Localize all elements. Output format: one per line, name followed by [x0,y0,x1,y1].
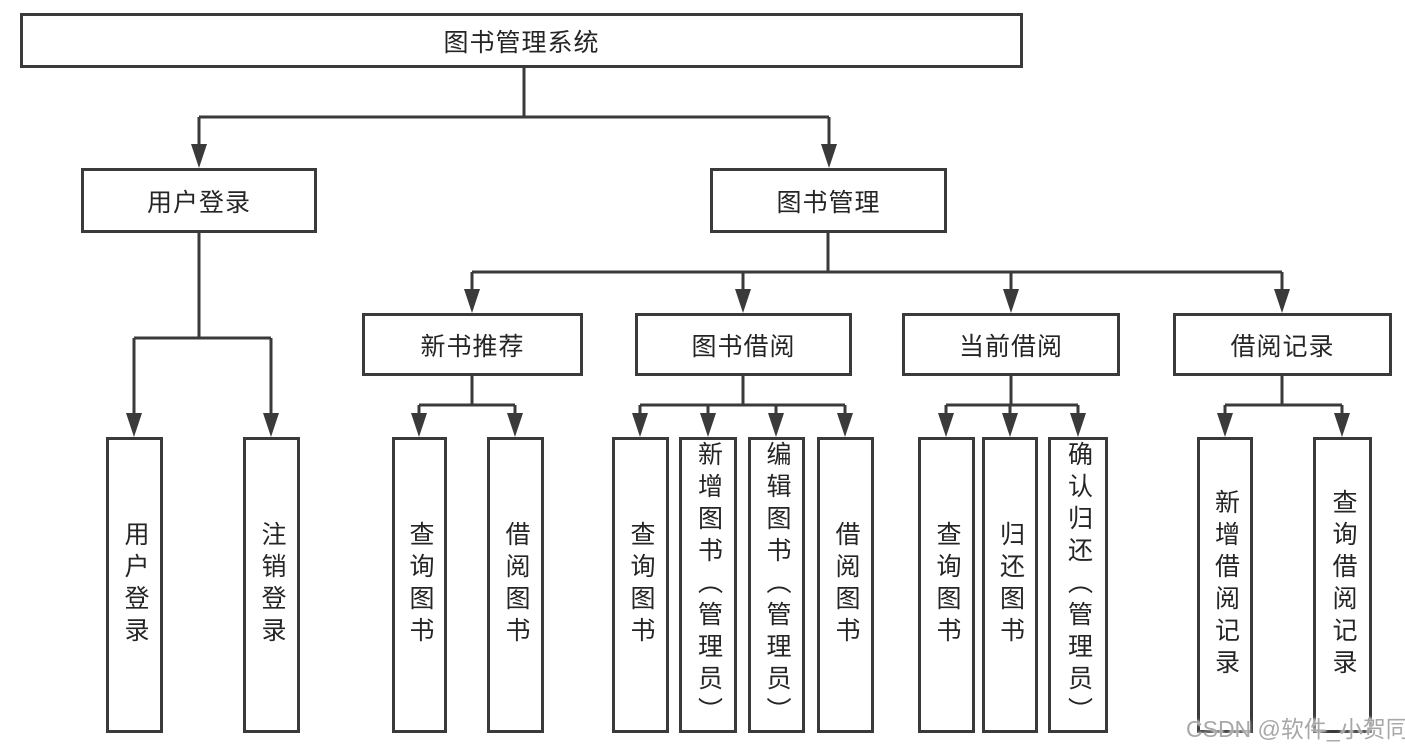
node-borrow-record-label: 借阅记录 [1230,332,1335,361]
node-book-borrow-label: 图书借阅 [691,332,796,361]
node-user-login: 用户登录 [81,168,317,233]
connector-user-login [132,233,273,419]
leaf-borrow-query: 查询图书 [612,437,669,733]
leaf-borrow-edit-admin: 编辑图书（管理员） [748,437,805,733]
node-book-mgmt-label: 图书管理 [776,188,881,217]
leaf-record-add: 新增借阅记录 [1197,437,1253,733]
node-root: 图书管理系统 [20,13,1023,68]
leaf-borrow-query-label: 查询图书 [627,521,655,649]
node-borrow-record: 借阅记录 [1173,313,1392,376]
node-root-label: 图书管理系统 [443,28,600,57]
node-new-book-label: 新书推荐 [420,332,525,361]
connector-book-borrow [638,376,847,419]
connector-root [197,68,831,150]
leaf-current-return-label: 归还图书 [996,521,1025,649]
leaf-user-login: 用户登录 [106,437,163,733]
leaf-record-query-label: 查询借阅记录 [1329,489,1357,681]
node-user-login-label: 用户登录 [146,188,251,217]
leaf-borrow-add-admin-label: 新增图书（管理员） [694,441,723,729]
connector-current-borrow [944,376,1080,419]
node-current-borrow: 当前借阅 [902,313,1120,376]
node-book-borrow: 图书借阅 [635,313,852,376]
leaf-record-add-label: 新增借阅记录 [1211,489,1240,681]
node-book-mgmt: 图书管理 [710,168,947,233]
leaf-logout-label: 注销登录 [258,521,286,649]
leaf-newbook-query-label: 查询图书 [406,521,434,649]
leaf-user-login-label: 用户登录 [121,521,149,649]
leaf-current-query: 查询图书 [918,437,975,733]
leaf-newbook-query: 查询图书 [392,437,447,733]
leaf-current-return: 归还图书 [982,437,1038,733]
connector-new-book [417,376,517,419]
leaf-newbook-borrow: 借阅图书 [487,437,544,733]
leaf-current-query-label: 查询图书 [933,521,961,649]
leaf-newbook-borrow-label: 借阅图书 [502,521,530,649]
leaf-record-query: 查询借阅记录 [1313,437,1372,733]
arrowheads [126,144,1350,437]
leaf-current-confirm-admin-label: 确认归还（管理员） [1064,441,1093,729]
csdn-watermark: CSDN @软件_小贺同学 [1186,716,1405,742]
leaf-borrow-edit-admin-label: 编辑图书（管理员） [763,441,791,729]
leaf-logout: 注销登录 [243,437,300,733]
connector-book-mgmt [470,233,1284,295]
connector-borrow-record [1223,376,1344,419]
leaf-borrow-add-admin: 新增图书（管理员） [679,437,737,733]
node-new-book: 新书推荐 [362,313,583,376]
leaf-current-confirm-admin: 确认归还（管理员） [1048,437,1108,733]
leaf-borrow-borrow-label: 借阅图书 [832,521,860,649]
leaf-borrow-borrow: 借阅图书 [817,437,874,733]
node-current-borrow-label: 当前借阅 [958,332,1063,361]
